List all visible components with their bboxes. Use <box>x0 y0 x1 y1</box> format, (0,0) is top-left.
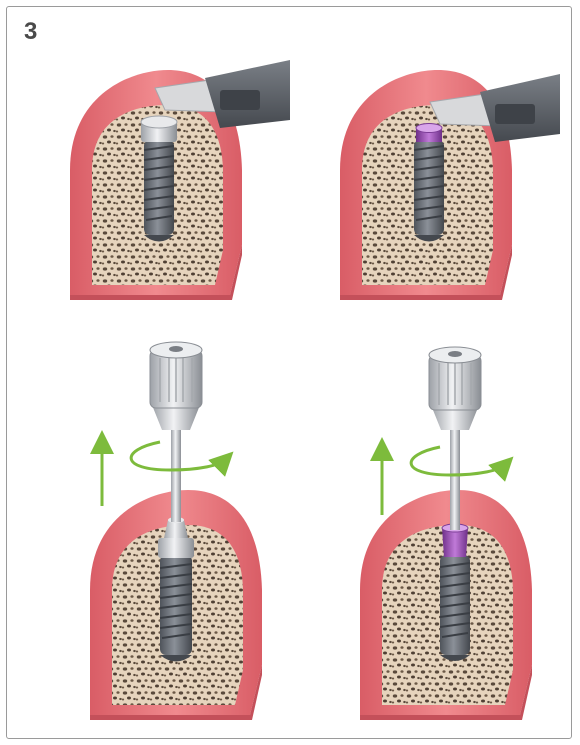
step-number: 3 <box>24 18 37 46</box>
panel-top-right <box>330 50 560 300</box>
implant <box>160 555 192 662</box>
panel-bottom-right <box>350 345 580 735</box>
purple-collar <box>416 124 442 143</box>
implant <box>144 140 174 242</box>
implant <box>414 140 444 242</box>
panel-top-left <box>60 50 290 300</box>
implant <box>440 555 470 661</box>
cover-screw <box>141 116 177 142</box>
panel-bottom-left <box>80 330 310 730</box>
